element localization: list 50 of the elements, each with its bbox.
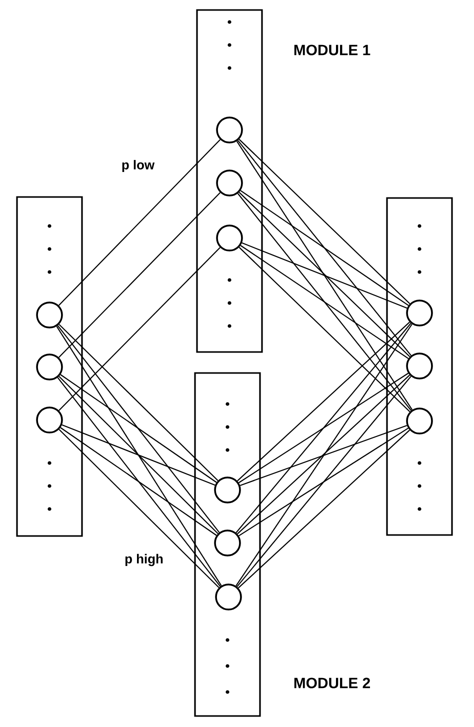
neuron-circle [36,406,63,434]
connection-line [58,376,218,534]
connection-line [238,138,410,304]
connection-line [60,374,217,483]
neuron-circle [214,530,241,556]
neuron-circle [214,476,241,504]
connection-line [240,245,409,359]
connection-line [237,193,412,411]
connection-line [57,377,221,587]
neuron-circle [216,116,243,144]
node-label: MODULE 2 [294,678,370,688]
connection-line [62,424,216,486]
connection-line [58,139,221,306]
neuron-circle [215,584,242,610]
connection-line [238,372,409,484]
connection-line [58,192,221,358]
connection-line [57,325,220,533]
neuron-circle [406,300,433,326]
connection-line [238,428,408,536]
connection-line [236,376,412,588]
connection-line [58,247,220,411]
connection-line [237,140,412,356]
connection-line [238,430,410,588]
probability-label: p high [125,554,163,566]
neuron-circle [36,302,63,328]
connection-line [56,326,222,586]
neuron-circle [36,354,63,380]
neuron-circle [216,170,243,196]
neuron-circle [406,408,433,434]
layer-box [386,197,453,536]
module-box: MODULE 1 [196,9,370,353]
layer-box [16,196,83,537]
connection-line [58,429,220,588]
connection-line [238,192,410,358]
probability-label: p low [122,160,155,172]
connection-line [240,425,408,486]
connection-line [242,242,408,309]
connection-line [236,140,413,410]
neuron-circle [406,352,433,380]
module-box: MODULE 2 [194,372,370,717]
connection-line [58,324,218,481]
connection-line [236,374,410,534]
connection-line [236,322,410,482]
connection-line [238,246,410,412]
connection-line [60,427,217,536]
connection-line [236,322,412,534]
neuron-circle [216,224,243,252]
connection-line [236,324,412,586]
node-label: MODULE 1 [294,44,370,56]
connection-line [240,190,409,306]
